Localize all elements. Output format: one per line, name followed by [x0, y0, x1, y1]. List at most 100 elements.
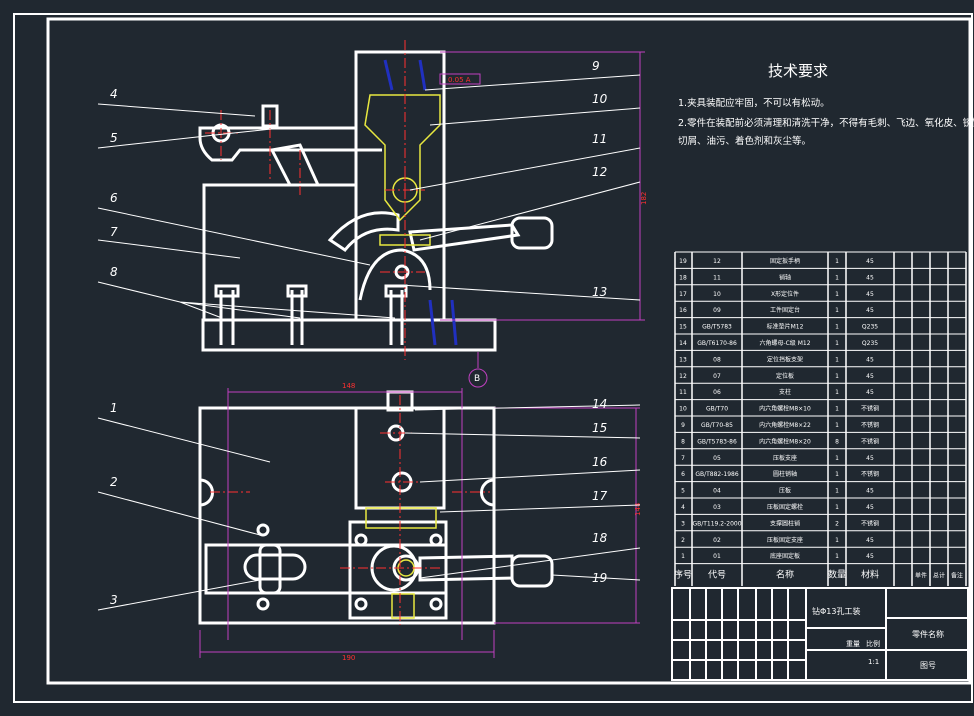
part-label-2: 2	[110, 475, 118, 489]
bom-cell: 2	[681, 537, 685, 544]
bom-header-cell: 序号	[674, 569, 692, 581]
bom-cell: 8	[835, 438, 839, 445]
bom-cell: GB/T119.2-2000	[692, 520, 741, 527]
tech-requirement-line-2: 2.零件在装配前必须清理和清洗干净，不得有毛刺、飞边、氧化皮、锈蚀、	[678, 117, 974, 129]
bom-header-cell: 总计	[933, 572, 945, 580]
bom-header-cell: 数量	[828, 569, 846, 581]
bom-cell: 12	[713, 258, 721, 265]
bom-header-cell: 代号	[708, 570, 726, 581]
bom-cell: 六角螺母-C级 M12	[759, 339, 810, 347]
bom-cell: 工件固定台	[770, 306, 800, 314]
bom-cell: 11	[679, 389, 687, 396]
bom-cell: 45	[866, 537, 874, 544]
bom-cell: 45	[866, 356, 874, 363]
bom-cell: 19	[679, 258, 687, 265]
tech-requirement-line-3: 切屑、油污、着色剂和灰尘等。	[678, 135, 811, 147]
bom-cell: 压板固定支座	[767, 536, 803, 544]
bom-cell: 内六角螺栓M8×22	[759, 421, 811, 429]
bom-cell: 1	[835, 406, 839, 413]
part-label-3: 3	[110, 593, 118, 607]
bom-cell: 45	[866, 307, 874, 314]
inner-border	[46, 17, 972, 685]
part-number-labels: 4 5 6 7 8 9 10 11 12 13 1 2 3 14 15 16 1…	[110, 59, 608, 607]
weight-label: 重量	[846, 640, 860, 648]
bom-cell: 07	[713, 373, 721, 380]
bom-cell: 1	[835, 422, 839, 429]
section-marker-letter: B	[474, 374, 480, 384]
outer-border	[13, 13, 973, 703]
bom-cell: 1	[681, 553, 685, 560]
height-dimension-bottom: 144	[634, 502, 642, 516]
bom-cell: 1	[835, 471, 839, 478]
bom-cell: 1	[835, 291, 839, 298]
bom-cell: 06	[713, 389, 721, 396]
bom-cell: 支柱	[779, 388, 791, 396]
plan-workpiece	[365, 507, 437, 619]
drawing-number-label: 图号	[920, 661, 936, 670]
bom-cell: 09	[713, 307, 721, 314]
bom-cell: 12	[679, 373, 687, 380]
dimension-lines-bottom	[199, 388, 640, 658]
bom-cell: 15	[679, 324, 687, 331]
bom-cell: 05	[713, 455, 721, 462]
bom-cell: 45	[866, 488, 874, 495]
bom-cell: 13	[679, 356, 687, 363]
part-label-12: 12	[592, 165, 607, 179]
section-hatch	[383, 59, 458, 346]
part-label-8: 8	[110, 265, 118, 279]
bom-cell: 10	[713, 291, 721, 298]
bom-cell: 不锈钢	[861, 421, 879, 429]
part-label-6: 6	[110, 191, 118, 205]
bom-cell: 3	[681, 520, 685, 527]
bom-cell: 压板固定螺栓	[767, 503, 803, 511]
bom-cell: 45	[866, 258, 874, 265]
bom-cell: 压板支座	[773, 454, 797, 462]
part-label-15: 15	[592, 421, 607, 435]
bom-cell: 固定扳手柄	[770, 257, 800, 265]
bom-header-cell: 备注	[951, 572, 963, 580]
bom-cell: 1	[835, 537, 839, 544]
tolerance-frame: 0.05 A	[448, 76, 471, 84]
front-elevation-view	[198, 50, 554, 352]
technical-requirements: 技术要求 1.夹具装配应牢固，不可以有松动。 2.零件在装配前必须清理和清洗干净…	[678, 62, 974, 147]
bom-cell: 不锈钢	[861, 470, 879, 478]
scale-value: 1:1	[868, 658, 879, 666]
tech-requirements-title: 技术要求	[768, 62, 828, 80]
part-label-17: 17	[592, 489, 608, 503]
bom-cell: 45	[866, 455, 874, 462]
part-label-13: 13	[592, 285, 607, 299]
bom-cell: GB/T5783-86	[697, 438, 737, 445]
part-label-7: 7	[110, 225, 118, 239]
bom-cell: 10	[679, 406, 687, 413]
bom-cell: 1	[835, 373, 839, 380]
bom-cell: 45	[866, 389, 874, 396]
bom-cell: GB/T70	[706, 406, 728, 413]
bom-cell: GB/T70-85	[701, 422, 733, 429]
bom-cell: 03	[713, 504, 721, 511]
part-label-4: 4	[110, 87, 118, 101]
bom-cell: 5	[681, 488, 685, 495]
part-label-16: 16	[592, 455, 608, 469]
width-dimension-lower: 190	[342, 654, 355, 662]
bom-cell: 9	[681, 422, 685, 429]
bom-header-cell: 名称	[776, 569, 794, 581]
bom-cell: 定位板	[776, 372, 794, 380]
bom-cell: X形定位件	[771, 290, 799, 298]
bom-cell: 1	[835, 504, 839, 511]
bom-cell: 1	[835, 389, 839, 396]
bom-cell: 底座固定板	[770, 552, 800, 560]
bom-cell: 不锈钢	[861, 405, 879, 413]
part-label-5: 5	[110, 131, 118, 145]
width-dimension-upper: 148	[342, 382, 355, 390]
bom-cell: 45	[866, 291, 874, 298]
bom-cell: 45	[866, 274, 874, 281]
ratio-label: 比例	[866, 639, 880, 648]
bom-cell: 17	[679, 291, 687, 298]
bom-cell: 45	[866, 373, 874, 380]
bom-cell: 圆柱销轴	[773, 470, 797, 478]
part-label-19: 19	[592, 571, 607, 585]
bom-cell: 不锈钢	[861, 519, 879, 527]
bom-cell: GB/T882-1986	[695, 471, 739, 478]
